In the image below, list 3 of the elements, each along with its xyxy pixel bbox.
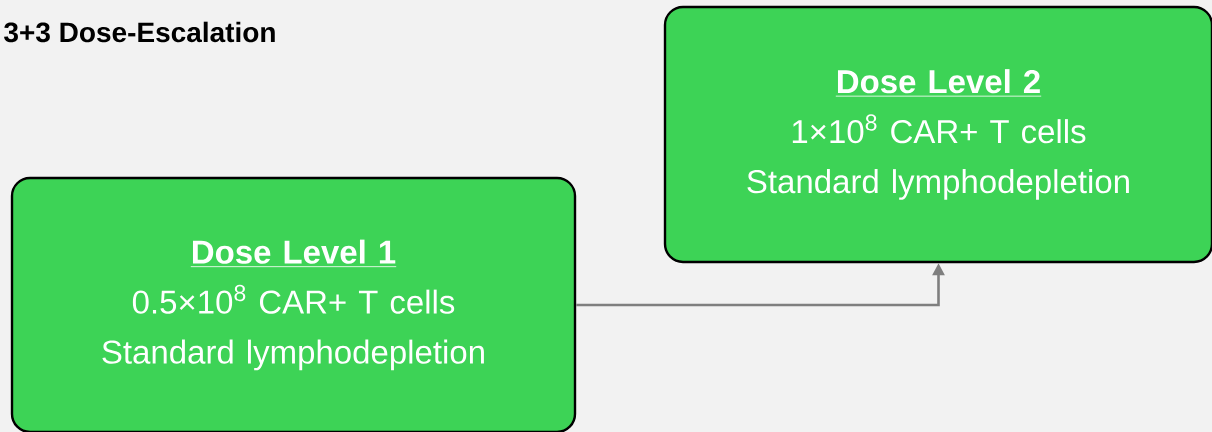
title: 3+3 Dose-Escalation [4, 21, 275, 43]
dose-level-box: Dose Level 1 0.5×10$^{8}$ CAR+ T cells Standard lymphodepletion [10, 176, 577, 432]
dose-level-box: Dose Level 2 1×10$^{8}$ CAR+ T cells Standard lymphodepletion [663, 5, 1212, 264]
